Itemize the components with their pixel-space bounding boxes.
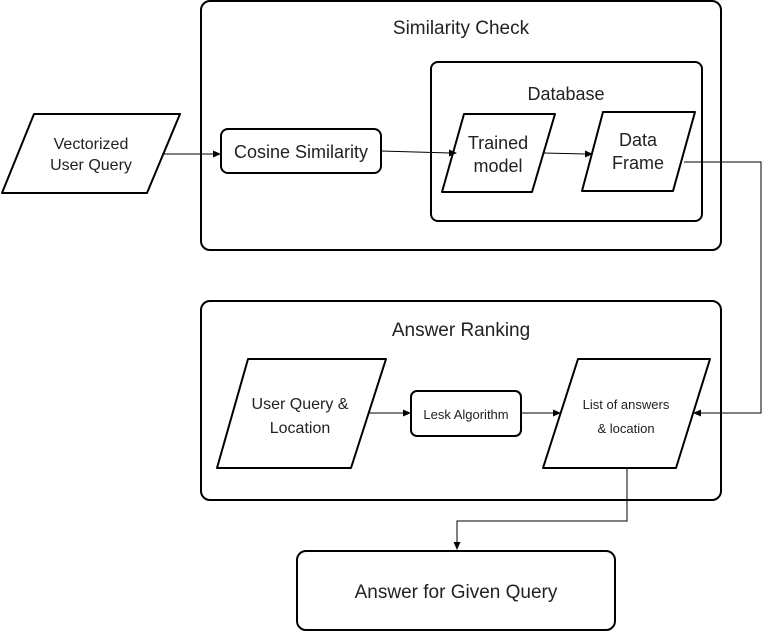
edge-cosine-to-trained-model bbox=[380, 149, 457, 157]
database-label: Database bbox=[527, 84, 604, 104]
answer-for-given-query-label: Answer for Given Query bbox=[355, 582, 558, 603]
list-of-answers-node: List of answers & location bbox=[542, 358, 711, 469]
edge-user-query-to-lesk bbox=[368, 409, 411, 417]
list-of-answers-line-1: List of answers bbox=[583, 397, 670, 412]
list-of-answers-shape bbox=[542, 358, 711, 469]
trained-model-line-2: model bbox=[473, 156, 522, 176]
edge-lesk-to-list-of-answers bbox=[521, 409, 561, 417]
edges bbox=[162, 149, 762, 550]
lesk-algorithm-label: Lesk Algorithm bbox=[423, 407, 508, 422]
vectorized-user-query-line-2: User Query bbox=[50, 157, 132, 174]
cosine-similarity-label: Cosine Similarity bbox=[234, 142, 368, 162]
data-frame-shape bbox=[581, 111, 696, 192]
data-frame-node: Data Frame bbox=[581, 111, 696, 192]
lesk-algorithm-node: Lesk Algorithm bbox=[410, 390, 522, 437]
trained-model-shape bbox=[441, 113, 556, 193]
edge-trained-model-to-data-frame bbox=[542, 150, 593, 158]
cosine-similarity-node: Cosine Similarity bbox=[220, 128, 382, 174]
answer-for-given-query-node: Answer for Given Query bbox=[296, 550, 616, 631]
data-frame-line-2: Frame bbox=[612, 153, 664, 173]
user-query-location-shape bbox=[216, 358, 387, 469]
user-query-location-line-2: Location bbox=[270, 420, 331, 437]
trained-model-line-1: Trained bbox=[468, 133, 528, 153]
similarity-check-label: Similarity Check bbox=[393, 18, 530, 39]
user-query-location-node: User Query & Location bbox=[216, 358, 387, 469]
edge-data-frame-to-list-of-answers bbox=[684, 161, 762, 417]
edge-vectorized-to-cosine bbox=[162, 150, 221, 158]
user-query-location-line-1: User Query & bbox=[252, 396, 349, 413]
vectorized-user-query-shape bbox=[1, 113, 181, 194]
list-of-answers-line-2: & location bbox=[597, 421, 654, 436]
data-frame-line-1: Data bbox=[619, 130, 658, 150]
vectorized-user-query-line-1: Vectorized bbox=[54, 136, 129, 153]
vectorized-user-query-node: Vectorized User Query bbox=[1, 113, 181, 194]
answer-for-given-query-shape bbox=[296, 550, 616, 631]
answer-ranking-label: Answer Ranking bbox=[392, 320, 530, 341]
trained-model-node: Trained model bbox=[441, 113, 556, 193]
edge-list-of-answers-to-final-answer bbox=[453, 468, 628, 550]
